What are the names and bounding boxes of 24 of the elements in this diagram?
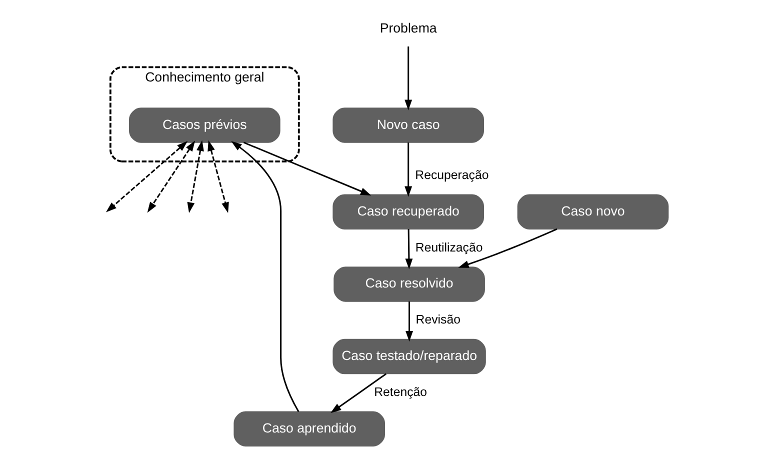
arrow bbox=[106, 141, 188, 212]
arrow bbox=[187, 140, 204, 214]
node-box: Casos prévios bbox=[128, 108, 280, 143]
arrow bbox=[208, 140, 229, 214]
arrow bbox=[330, 373, 387, 414]
arrow bbox=[458, 228, 558, 268]
node-text: Problema bbox=[380, 20, 437, 36]
arrow bbox=[405, 229, 413, 270]
arrow bbox=[404, 142, 412, 197]
node-box: Caso resolvido bbox=[334, 266, 485, 302]
node-box: Novo caso bbox=[332, 108, 484, 143]
edge-label: Reutilização bbox=[415, 240, 483, 254]
node-box: Caso aprendido bbox=[234, 411, 386, 446]
edge-label: Revisão bbox=[416, 312, 460, 327]
arrow bbox=[404, 46, 412, 110]
edge-label: Recuperação bbox=[415, 168, 489, 182]
node-box: Caso testado/reparado bbox=[332, 338, 486, 374]
arrow bbox=[243, 142, 372, 196]
edge-label: Retenção bbox=[374, 384, 427, 399]
node-box: Caso recuperado bbox=[332, 194, 484, 230]
arrow bbox=[147, 140, 196, 213]
arrow bbox=[406, 302, 414, 342]
node-box: Caso novo bbox=[517, 194, 669, 230]
arrow bbox=[231, 141, 300, 412]
